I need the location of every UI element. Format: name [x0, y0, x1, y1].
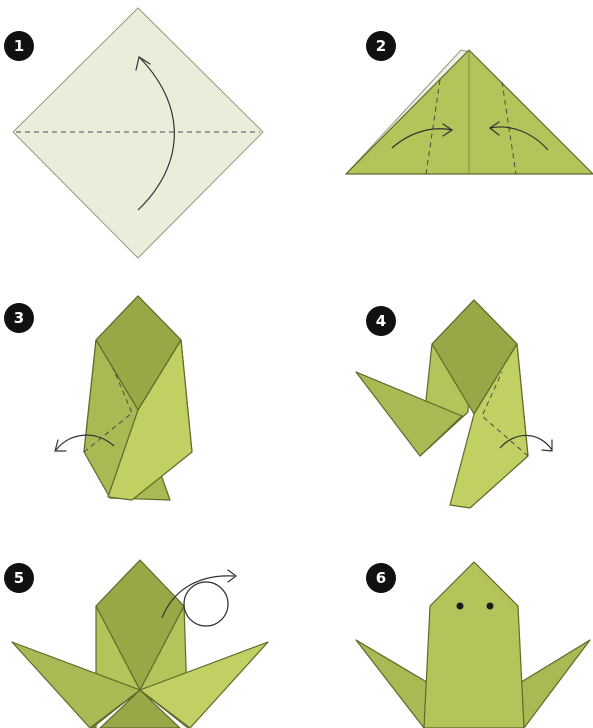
frog-body	[424, 562, 524, 728]
step-badge-1: 1	[4, 31, 34, 61]
step-6: 6	[356, 562, 590, 728]
square-paper	[13, 8, 263, 258]
left-arm	[356, 640, 430, 728]
step-badge-4: 4	[366, 306, 396, 336]
right-arm	[518, 640, 590, 728]
step-1: 1	[4, 8, 263, 258]
turn-over-loop	[184, 582, 228, 626]
step-badge-6: 6	[366, 563, 396, 593]
step-number-5: 5	[14, 569, 24, 587]
step-number-3: 3	[14, 309, 24, 327]
right-eye	[487, 603, 494, 610]
step-number-4: 4	[376, 312, 386, 330]
step-badge-2: 2	[366, 31, 396, 61]
step-4: 4	[356, 300, 552, 508]
step-number-6: 6	[376, 569, 386, 587]
left-eye	[457, 603, 464, 610]
step-number-1: 1	[14, 37, 24, 55]
step-3: 3	[4, 296, 192, 500]
step-5: 5	[4, 560, 268, 728]
step-badge-5: 5	[4, 563, 34, 593]
step-number-2: 2	[376, 37, 386, 55]
step-badge-3: 3	[4, 303, 34, 333]
step-2: 2	[346, 31, 593, 174]
